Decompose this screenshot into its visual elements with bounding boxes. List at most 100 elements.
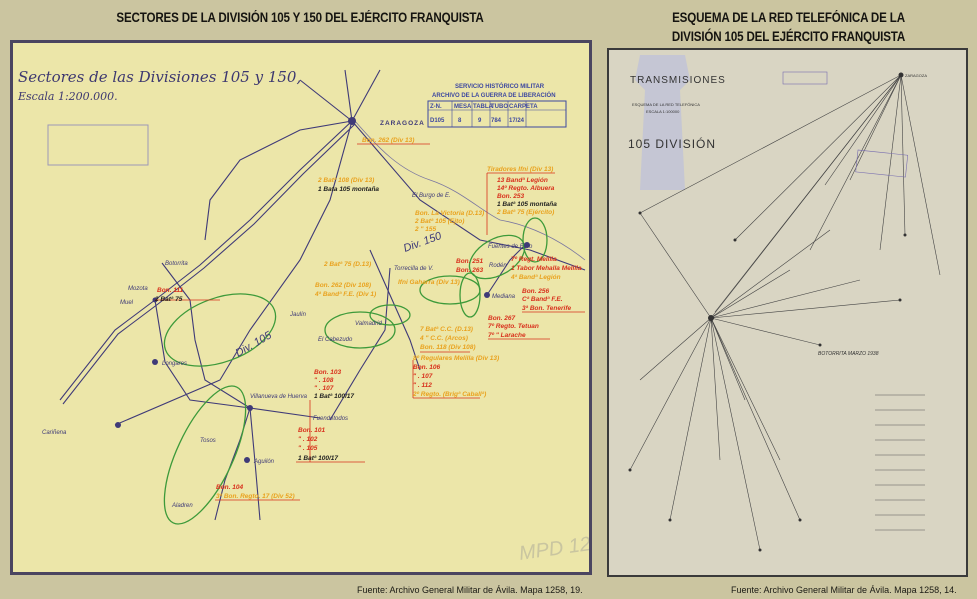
unit-leader-lines [155, 143, 585, 501]
place-label: Rodén [489, 263, 507, 269]
archive-stamp: SERVICIO HISTÓRICO MILITAR ARCHIVO DE LA… [427, 82, 567, 128]
faded-stamp [47, 124, 149, 166]
unit-label: 13 Bandª Legión [497, 177, 548, 184]
map-date: BOTORRITA MARZO 1938 [818, 351, 879, 357]
unit-label: 2 Batª 75 (D.13) [323, 261, 371, 268]
unit-label: 1 Batª 105 montaña [497, 201, 557, 208]
unit-label: Bon. 103 [314, 369, 341, 376]
network-scale: ESCALA 1:100000 [646, 109, 680, 114]
legend [875, 394, 925, 531]
tower-emblem [635, 55, 690, 190]
unit-label: Bon. 104 [216, 484, 243, 491]
unit-label: 4 " C.C. (Arcos) [419, 335, 468, 342]
stamp-header: CARPETA [509, 104, 538, 110]
unit-label: 7º Regto. Tetuan [488, 323, 539, 330]
sector-outlines [163, 217, 548, 525]
map-heading: Sectores de las Divisiones 105 y 150, [18, 68, 301, 86]
place-label: Aguilón [253, 459, 275, 465]
telephone-network-drawing: TRANSMISIONES ESQUEMA DE LA RED TELEFÓNI… [628, 55, 941, 552]
place-label: Cariñena [42, 430, 67, 436]
stamp-value: 9 [478, 118, 482, 124]
unit-label: Bon. 251 [456, 258, 483, 265]
unit-label: " . 112 [413, 382, 432, 389]
unit-label: Ifni Gaharra (Div 13) [398, 279, 460, 286]
place-label: Aladren [171, 503, 193, 509]
right-title-line1: ESQUEMA DE LA RED TELEFÓNICA DE LA [672, 10, 905, 25]
unit-label: " . 105 [298, 445, 318, 452]
place-label: Muel [120, 300, 134, 306]
right-map-source: Fuente: Archivo General Militar de Ávila… [731, 585, 957, 595]
place-label: Torrecilla de V. [394, 266, 433, 272]
unit-label: Bon. 101 [298, 427, 325, 434]
unit-label: 1 Batª 100/17 [314, 393, 354, 400]
network-subtitle: ESQUEMA DE LA RED TELEFÓNICA [632, 102, 700, 107]
network-nodes [628, 72, 907, 552]
unit-label: 1 Tabor Mehalla Melilla [511, 265, 582, 272]
unit-label: Bon. 262 (Div 13) [362, 137, 414, 144]
unit-label: 7º " Larache [488, 332, 526, 339]
unit-label: Bon. 111 [157, 287, 184, 294]
place-label: ZARAGOZA [380, 120, 425, 127]
unit-label: 2 " 155 [414, 226, 437, 233]
city-markers [115, 117, 530, 463]
unit-label: Bon. 253 [497, 193, 524, 200]
unit-label: 14º Regto. Albuera [497, 185, 555, 192]
roads [59, 69, 586, 521]
division-150-label: Div. 150 [402, 230, 444, 255]
place-label: Valmadrid [355, 321, 382, 327]
right-title-line2: DIVISIÓN 105 DEL EJÉRCITO FRANQUISTA [671, 29, 906, 44]
stamp [782, 71, 828, 85]
telephone-network-map: TRANSMISIONES ESQUEMA DE LA RED TELEFÓNI… [607, 48, 968, 577]
stamp-line1: SERVICIO HISTÓRICO MILITAR [455, 82, 545, 90]
map-scale: Escala 1:200.000. [17, 90, 118, 103]
place-label: Fuentes de Ebro [488, 244, 533, 250]
unit-label: 2 Batª 75 (Ejército) [496, 209, 554, 216]
place-label: Villanueva de Huerva [250, 394, 308, 400]
unit-label: " . 107 [314, 385, 334, 392]
division-heading: 105 DIVISIÓN [628, 136, 716, 151]
right-map-title: ESQUEMA DE LA RED TELEFÓNICA DE LA DIVIS… [626, 8, 950, 46]
watermark: MPD 1258, 19 [518, 525, 589, 565]
stamp-header: TABLA [473, 104, 494, 110]
unit-label: 2 Batª 105 (Ejto) [414, 218, 464, 225]
place-label: Longares [162, 361, 187, 367]
stamp-header: MESA [454, 104, 472, 110]
archive-stamp [855, 149, 909, 178]
unit-label: " . 108 [314, 377, 334, 384]
unit-label: Tiradores Ifni (Div 13) [487, 166, 553, 173]
stamp-value: 784 [491, 118, 502, 124]
unit-label: 2 Batª 75 [154, 296, 183, 303]
place-label: Jaulín [289, 312, 307, 318]
unit-label: Bon. 263 [456, 267, 483, 274]
unit-label: Bon. 118 (Div 108) [420, 344, 476, 351]
unit-label: 7 Batª C.C. (D.13) [420, 326, 473, 333]
stamp-value: 8 [458, 118, 462, 124]
place-label: Botorrita [165, 261, 188, 267]
unit-labels: Bon. 262 (Div 13) 2 Batª 108 (Div 13) 1 … [154, 137, 582, 500]
unit-label: Bon. 267 [488, 315, 515, 322]
division-105-label: Div. 105 [234, 329, 275, 360]
unit-label: 8º Regulares Melilla (Div 13) [413, 355, 499, 362]
stamp-value: D105 [430, 118, 445, 124]
unit-label: Bon. 256 [522, 288, 549, 295]
sectors-map: Sectores de las Divisiones 105 y 150, Es… [10, 40, 592, 575]
hub-label: ZARAGOZA [905, 73, 927, 78]
left-map-source: Fuente: Archivo General Militar de Ávila… [357, 585, 583, 595]
place-label: El Burgo de E. [412, 193, 451, 199]
stamp-header: Z-N. [430, 104, 442, 110]
transmisiones-heading: TRANSMISIONES [630, 75, 726, 86]
unit-label: Bon. 262 (Div 108) [315, 282, 371, 289]
place-label: Mediana [492, 294, 516, 300]
unit-label: " . 107 [413, 373, 433, 380]
place-label: El Cabezudo [318, 337, 353, 343]
river-ebro [354, 120, 586, 261]
place-labels: ZARAGOZA El Burgo de E. Fuentes de Ebro … [42, 120, 533, 509]
unit-label: 3ª Bon. Regto. 17 (Div 52) [216, 493, 295, 500]
stamp-value: 17/24 [509, 118, 525, 124]
place-label: Mozota [128, 286, 148, 292]
unit-label: 3ª Bon. Tenerife [522, 305, 572, 312]
stamp-line2: ARCHIVO DE LA GUERRA DE LIBERACIÓN [432, 91, 556, 99]
unit-label: Cª Bandª F.E. [522, 296, 563, 303]
unit-label: 4ª Bandª F.E. (Div 1) [314, 291, 376, 298]
unit-label: 4ª Bandª Legión [510, 274, 561, 281]
